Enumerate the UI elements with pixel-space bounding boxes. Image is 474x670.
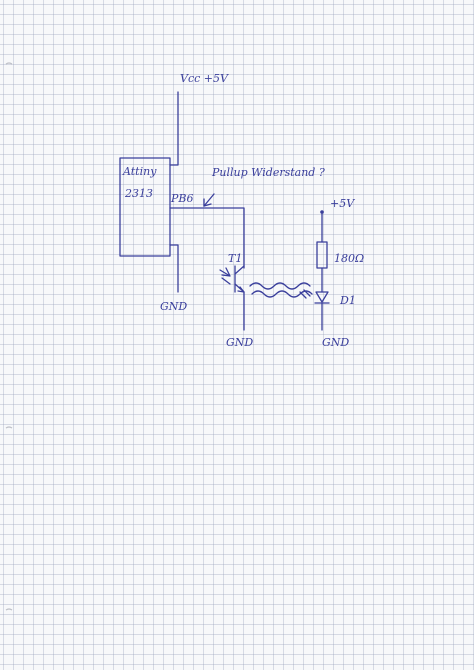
chip-name-label: Attiny [122,165,157,178]
resistor-body [316,241,328,269]
light-arrow-icon [219,267,231,277]
binder-hole-mark [5,426,13,429]
transistor-gnd-label: GND [226,336,253,349]
transistor-label: T1 [228,252,242,265]
light-arrow-icon [221,277,231,285]
vcc-label: Vcc +5V [180,72,229,85]
light-wave-line [251,290,313,298]
pb6-wire [169,207,245,269]
led-emission-icon [299,289,311,299]
chip-body [119,157,171,257]
resistor-label: 180Ω [334,252,364,265]
led-triangle [315,291,329,303]
chip-gnd-label: GND [160,300,187,313]
transistor-emitter-arrow [237,286,245,293]
binder-hole-mark [5,608,13,611]
pullup-arrow-shaft [203,193,215,207]
binder-hole-mark [5,62,13,65]
supply-label: +5V [330,197,355,210]
diode-label: D1 [339,294,356,307]
pin-label: PB6 [170,192,193,205]
chip-model-label: 2313 [124,187,153,200]
light-wave-line [249,282,311,290]
vcc-wire [169,91,179,166]
chip-gnd-wire [169,244,179,293]
diode-gnd-label: GND [322,336,349,349]
pullup-question-label: Pullup Widerstand ? [211,166,325,179]
pullup-arrow-head [203,198,212,207]
transistor-collector [234,265,245,275]
